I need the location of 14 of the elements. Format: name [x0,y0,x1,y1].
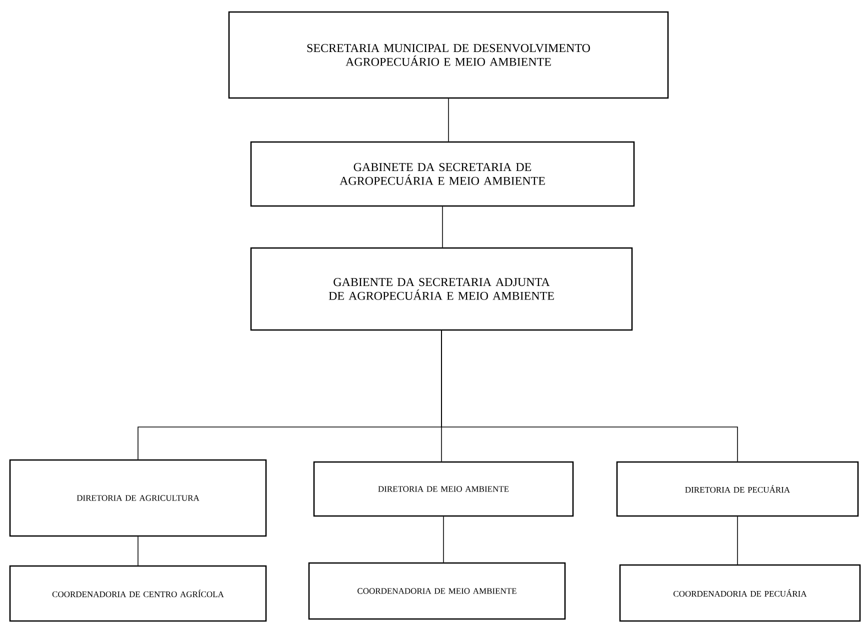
org-box: DIRETORIA DE MEIO AMBIENTE [313,461,574,517]
org-box: DIRETORIA DE AGRICULTURA [9,459,267,537]
connector-line [737,516,738,565]
org-box: COORDENADORIA DE PECUÁRIA [619,564,861,622]
org-box: COORDENADORIA DE CENTRO AGRÍCOLA [9,565,267,622]
org-box: DIRETORIA DE PECUÁRIA [616,461,859,517]
org-box: COORDENADORIA DE MEIO AMBIENTE [308,562,566,620]
connector-line [442,206,443,248]
org-box: SECRETARIA MUNICIPAL DE DESENVOLVIMENTO AGROPECUÁRIO E MEIO AMBIENTE [228,11,669,99]
org-box: GABIENTE DA SECRETARIA ADJUNTA DE AGROPECUÁRIA E MEIO AMBIENTE [250,247,633,331]
connector-line [448,98,449,142]
connector-line [441,330,738,462]
org-box: GABINETE DA SECRETARIA DE AGROPECUÁRIA E MEIO AMBIENTE [250,141,635,207]
connector-line [443,516,444,563]
